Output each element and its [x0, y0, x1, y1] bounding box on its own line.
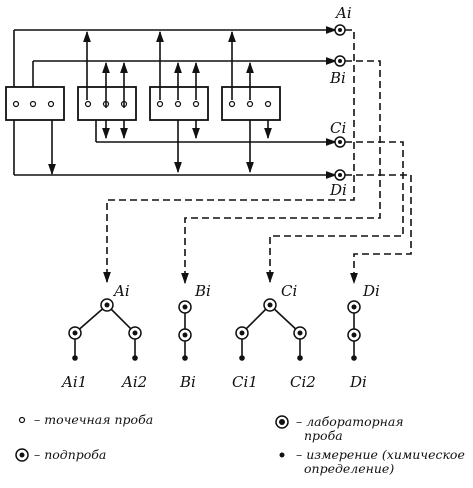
tree-a	[68, 298, 142, 361]
tree-c-right-label: Ci2	[290, 373, 316, 391]
legend-measurement-symbol	[279, 452, 285, 458]
label-output-a: Ai	[334, 4, 352, 22]
legend-lab-sample-text-1: – лабораторная	[296, 414, 404, 429]
output-terminal-a	[334, 24, 346, 36]
box-connections	[83, 30, 272, 174]
tree-a-right-label: Ai2	[120, 373, 147, 391]
label-output-b: Bi	[329, 69, 346, 87]
tree-d-leaf-label: Di	[349, 373, 367, 391]
legend-measurement-text-2: определение)	[304, 461, 394, 476]
label-output-d: Di	[329, 181, 347, 199]
legend-point-sample-symbol	[18, 416, 26, 424]
legend-point-sample-text: – точечная проба	[34, 412, 153, 427]
tree-c	[235, 298, 307, 361]
tree-d	[347, 300, 361, 361]
tree-b	[178, 300, 192, 361]
processing-box-3	[149, 86, 209, 121]
tree-d-root-label: Di	[362, 282, 380, 300]
tree-c-root-label: Ci	[281, 282, 297, 300]
output-terminal-d	[334, 169, 346, 181]
legend-measurement-text-1: – измерение (химическое	[296, 447, 465, 462]
legend-lab-sample-text-2: проба	[304, 428, 343, 443]
output-terminal-b	[334, 55, 346, 67]
legend-subsample-symbol	[15, 448, 29, 462]
legend-subsample-text: – подпроба	[34, 447, 106, 462]
processing-box-1	[5, 86, 65, 121]
dashed-routes	[103, 29, 412, 285]
tree-a-left-label: Ai1	[60, 373, 87, 391]
output-terminal-c	[334, 136, 346, 148]
processing-box-4	[221, 86, 281, 121]
tree-a-root-label: Ai	[112, 282, 130, 300]
legend-lab-sample-symbol	[275, 415, 289, 429]
tree-c-left-label: Ci1	[232, 373, 258, 391]
label-output-c: Ci	[330, 119, 346, 137]
bus-lines	[14, 26, 338, 179]
legend: – точечная проба – подпроба – лабораторн…	[15, 412, 465, 476]
tree-b-root-label: Bi	[194, 282, 211, 300]
tree-b-leaf-label: Bi	[179, 373, 196, 391]
